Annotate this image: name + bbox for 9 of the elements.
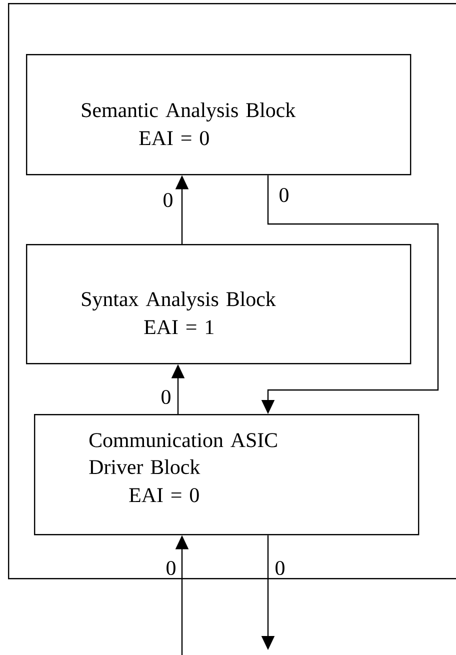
block-box: Syntax Analysis Block EAI = 1 xyxy=(26,244,412,364)
edge-label: 0 xyxy=(160,388,172,406)
edge-label: 0 xyxy=(274,560,286,576)
edge-label: 0 xyxy=(162,192,174,208)
edge-label: 0 xyxy=(278,186,290,204)
block-box: Semantic Analysis Block EAI = 0 xyxy=(26,54,412,176)
edge-label: 0 xyxy=(164,560,178,576)
block-box: Communication ASIC Driver Block EAI = 0 xyxy=(34,414,420,536)
outer-frame xyxy=(8,3,456,580)
